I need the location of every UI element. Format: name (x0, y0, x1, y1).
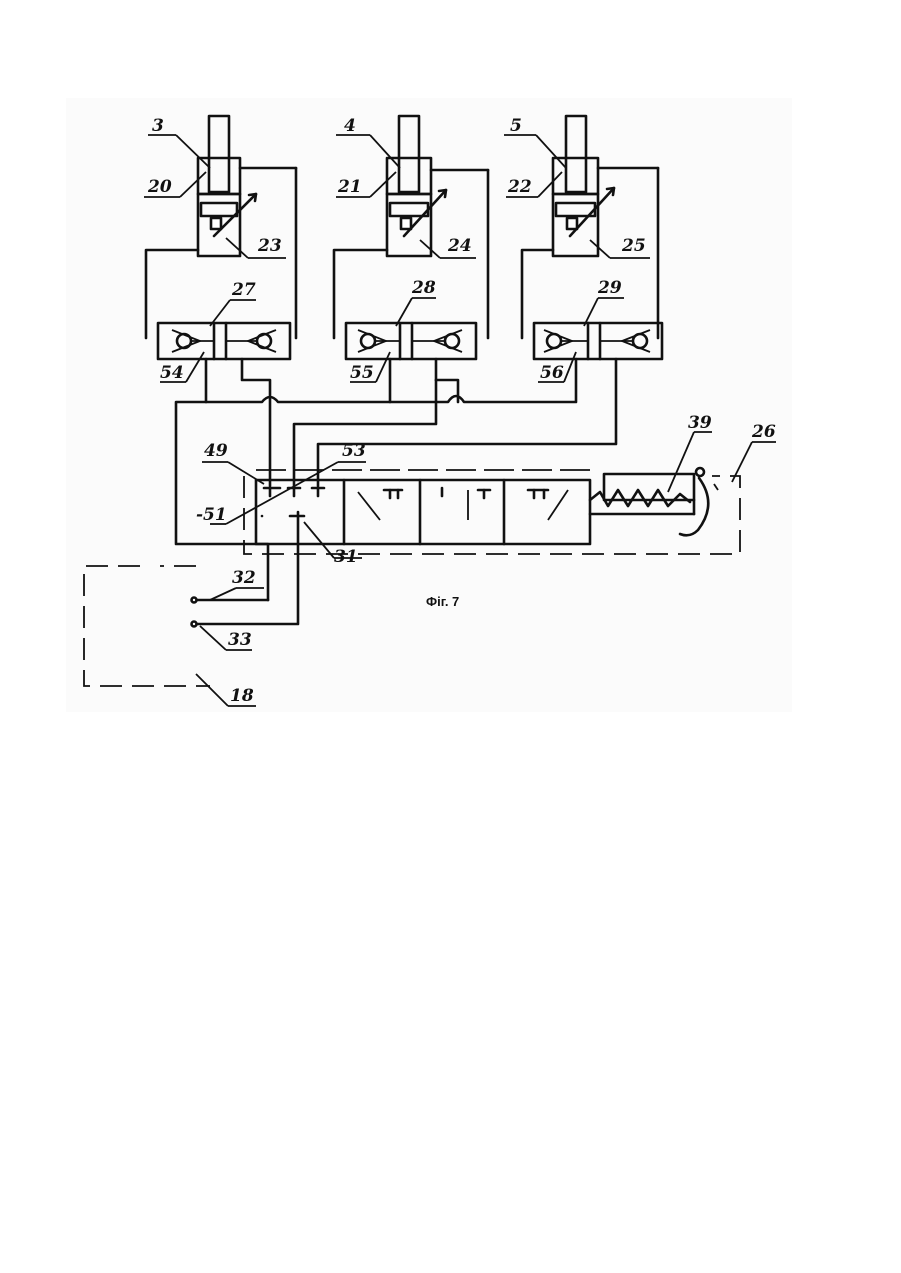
label-39: 39 (688, 413, 712, 433)
label-20: 20 (147, 177, 172, 197)
rod-3 (209, 116, 229, 192)
rod-4 (399, 116, 419, 192)
label-5: 5 (510, 116, 522, 136)
heater-39 (590, 468, 708, 535)
label-31: 31 (334, 547, 358, 567)
label-56: 56 (540, 363, 564, 383)
label-28: 28 (411, 278, 436, 298)
rod-5 (566, 116, 586, 192)
cylinder-22 (553, 158, 598, 194)
piston-unit-1 (201, 203, 237, 216)
label-53: 53 (342, 441, 366, 461)
valve-block-28 (346, 323, 476, 359)
label-33: 33 (228, 630, 252, 650)
distributor-bar (244, 468, 740, 554)
label-27: 27 (231, 280, 256, 300)
label-3: 3 (152, 116, 164, 136)
label-51: -51 (196, 505, 227, 525)
label-29: 29 (597, 278, 622, 298)
label-24: 24 (447, 236, 472, 256)
label-23: 23 (257, 236, 282, 256)
valve-square-unit-1 (211, 218, 221, 229)
label-18: 18 (230, 686, 254, 706)
label-32: 32 (232, 568, 256, 588)
label-55: 55 (350, 363, 374, 383)
label-26: 26 (751, 422, 776, 442)
valve-block-27 (158, 323, 290, 359)
labels: 3 20 23 27 54 4 21 24 28 55 5 22 25 29 5… (147, 116, 776, 706)
label-22: 22 (507, 177, 532, 197)
label-25: 25 (621, 236, 646, 256)
label-54: 54 (160, 363, 184, 383)
label-49: 49 (204, 441, 228, 461)
label-21: 21 (337, 177, 362, 197)
cylinder-21 (387, 158, 431, 194)
figure-caption: Фіг. 7 (426, 594, 459, 609)
valve-block-29 (534, 323, 662, 359)
label-4: 4 (344, 116, 356, 136)
